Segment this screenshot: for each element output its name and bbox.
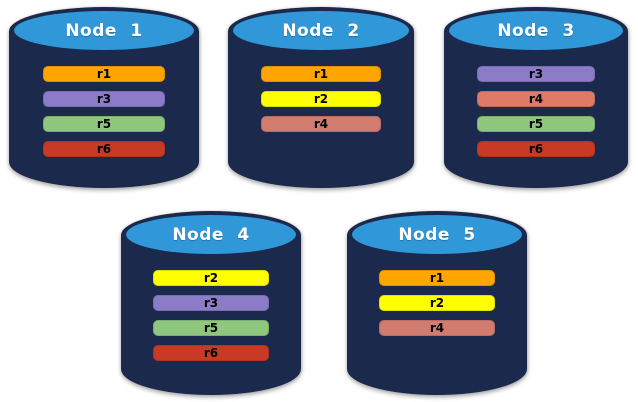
replica-label: r3 — [96, 92, 112, 106]
replica-row: r3 — [477, 66, 595, 82]
replica-label: r1 — [96, 67, 112, 81]
replica-label: r1 — [429, 271, 445, 285]
node-title: Node 1 — [65, 20, 143, 41]
replica-row-list: r1 r2 r4 — [228, 66, 414, 132]
cylinder-body — [9, 31, 199, 188]
replica-row: r2 — [379, 295, 495, 311]
replica-row: r5 — [477, 116, 595, 132]
database-cylinder-node-1: Node 1 r1 r3 r5 r6 — [9, 7, 199, 188]
node-title: Node 3 — [497, 20, 575, 41]
replica-label: r1 — [313, 67, 329, 81]
replica-label: r3 — [203, 296, 219, 310]
node-title: Node 4 — [172, 224, 250, 245]
database-cylinder-node-2: Node 2 r1 r2 r4 — [228, 7, 414, 188]
replica-label: r2 — [203, 271, 219, 285]
replica-label: r5 — [528, 117, 544, 131]
cylinder-top-face: Node 5 — [352, 215, 522, 254]
replica-label: r6 — [96, 142, 112, 156]
replica-row: r5 — [153, 320, 269, 336]
replica-row: r4 — [379, 320, 495, 336]
replica-row: r1 — [379, 270, 495, 286]
cylinder-top-rim: Node 4 — [121, 211, 301, 259]
replica-row-list: r1 r2 r4 — [347, 270, 527, 336]
replica-row-list: r3 r4 r5 r6 — [444, 66, 628, 157]
replica-row: r6 — [477, 141, 595, 157]
replica-row: r4 — [261, 116, 381, 132]
cylinder-top-face: Node 3 — [449, 11, 623, 50]
replica-label: r6 — [203, 346, 219, 360]
cylinder-top-rim: Node 3 — [444, 7, 628, 55]
database-cylinder-node-3: Node 3 r3 r4 r5 r6 — [444, 7, 628, 188]
replica-label: r3 — [528, 67, 544, 81]
cylinder-top-rim: Node 1 — [9, 7, 199, 55]
node-title: Node 5 — [398, 224, 476, 245]
replica-row: r1 — [43, 66, 165, 82]
replica-label: r5 — [96, 117, 112, 131]
replica-label: r5 — [203, 321, 219, 335]
database-cylinder-node-4: Node 4 r2 r3 r5 r6 — [121, 211, 301, 395]
replica-label: r4 — [528, 92, 544, 106]
cylinder-top-face: Node 2 — [233, 11, 409, 50]
cylinder-top-rim: Node 2 — [228, 7, 414, 55]
replica-label: r4 — [313, 117, 329, 131]
cylinder-top-face: Node 4 — [126, 215, 296, 254]
replica-row: r4 — [477, 91, 595, 107]
replica-label: r2 — [429, 296, 445, 310]
database-cylinder-node-5: Node 5 r1 r2 r4 — [347, 211, 527, 395]
replica-row-list: r1 r3 r5 r6 — [9, 66, 199, 157]
replica-row-list: r2 r3 r5 r6 — [121, 270, 301, 361]
cylinder-body — [228, 31, 414, 188]
replica-label: r2 — [313, 92, 329, 106]
replica-label: r6 — [528, 142, 544, 156]
node-title: Node 2 — [282, 20, 360, 41]
replica-row: r2 — [261, 91, 381, 107]
replica-row: r5 — [43, 116, 165, 132]
cylinder-body — [347, 235, 527, 395]
replica-row: r6 — [43, 141, 165, 157]
replica-label: r4 — [429, 321, 445, 335]
replica-row: r1 — [261, 66, 381, 82]
cylinder-body — [121, 235, 301, 395]
replica-row: r3 — [153, 295, 269, 311]
cylinder-top-face: Node 1 — [14, 11, 194, 50]
replica-row: r6 — [153, 345, 269, 361]
replica-row: r3 — [43, 91, 165, 107]
cylinder-top-rim: Node 5 — [347, 211, 527, 259]
replica-row: r2 — [153, 270, 269, 286]
cylinder-body — [444, 31, 628, 188]
